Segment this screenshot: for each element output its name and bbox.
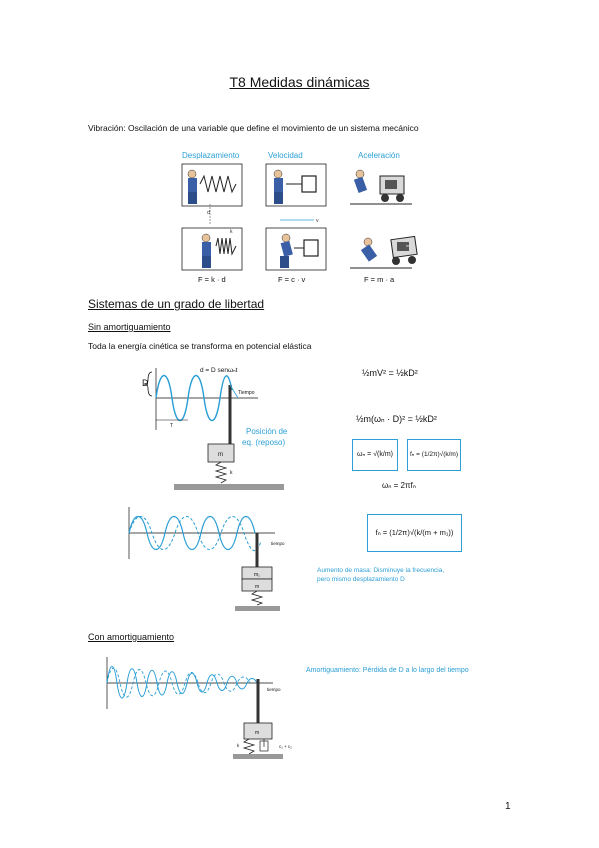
formula-damper: F = c · v xyxy=(278,275,306,284)
label-k: k xyxy=(230,229,233,235)
header-desplazamiento: Desplazamiento xyxy=(182,151,240,160)
panel-desplazamiento-top xyxy=(181,163,243,207)
equation-frequency-box: fₙ = (1/2π)√(k/m) xyxy=(407,439,461,471)
displacement-equation: d = D senωₙt xyxy=(200,367,238,374)
panel-velocidad-bottom: v xyxy=(265,218,327,271)
mass-label-2: m xyxy=(255,584,259,590)
header-velocidad: Velocidad xyxy=(268,151,303,160)
vibration-definition: Vibración: Oscilación de una variable qu… xyxy=(88,123,419,133)
spring-label: k xyxy=(230,470,233,476)
period-label: T xyxy=(170,423,173,429)
mass-increase-figure: tiempo m₁ m xyxy=(128,507,285,611)
equation-energy-omega: ½m(ωₙ · D)² = ½kD² xyxy=(356,414,437,424)
label-m: m xyxy=(406,243,410,248)
amplitude-label: D xyxy=(142,378,149,388)
page-title: T8 Medidas dinámicas xyxy=(229,74,370,90)
panel-desplazamiento-bottom: d k xyxy=(181,204,243,271)
damped-oscillation-figure: tiempo m k c₁ + c₂ xyxy=(106,657,292,759)
panel-aceleracion-bottom: m xyxy=(350,235,418,269)
label-v: v xyxy=(316,218,319,224)
equilibrium-label-2: eq. (reposo) xyxy=(242,438,285,447)
added-mass-label: m₁ xyxy=(254,572,260,578)
mass-label-3: m xyxy=(255,730,259,736)
formula-spring: F = k · d xyxy=(198,275,226,284)
tiempo-label-3: tiempo xyxy=(267,687,281,692)
tiempo-label-2: tiempo xyxy=(271,541,285,546)
damping-label: c₁ + c₂ xyxy=(279,744,292,749)
formula-mass: F = m · a xyxy=(364,275,395,284)
equation-omega-freq: ωₙ = 2πfₙ xyxy=(382,481,416,490)
equation-energy: ½mV² = ½kD² xyxy=(362,368,418,378)
subheading-con-amortiguamiento: Con amortiguamiento xyxy=(88,632,175,642)
tiempo-label: Tiempo xyxy=(238,390,255,396)
mass-note-line1: Aumento de masa: Disminuye la frecuencia… xyxy=(317,567,445,574)
undamped-oscillation-figure: D d = D senωₙt Tiempo T Posición de eq. … xyxy=(142,367,288,490)
equilibrium-label-1: Posición de xyxy=(246,427,288,436)
page-number: 1 xyxy=(505,801,511,812)
damping-note: Amortiguamiento: Pérdida de D a lo largo… xyxy=(306,667,469,674)
energy-statement: Toda la energía cinética se transforma e… xyxy=(88,341,312,351)
equation-frequency-added-mass: fₙ = (1/2π)√(k/(m + m₁)) xyxy=(367,514,462,552)
panel-aceleracion-top xyxy=(350,169,412,205)
label-d: d xyxy=(207,210,210,216)
mass-label: m xyxy=(218,452,223,458)
mass-note-line2: pero mismo desplazamiento D xyxy=(317,576,405,583)
panel-velocidad-top xyxy=(265,163,327,207)
vibration-types-figure: Desplazamiento Velocidad Aceleración d xyxy=(181,151,418,284)
header-aceleracion: Aceleración xyxy=(358,151,400,160)
equation-omega-box: ωₙ = √(k/m) xyxy=(352,439,398,471)
subheading-sin-amortiguamiento: Sin amortiguamiento xyxy=(88,322,171,332)
section-heading: Sistemas de un grado de libertad xyxy=(88,297,265,311)
spring-label-3: k xyxy=(237,743,240,748)
